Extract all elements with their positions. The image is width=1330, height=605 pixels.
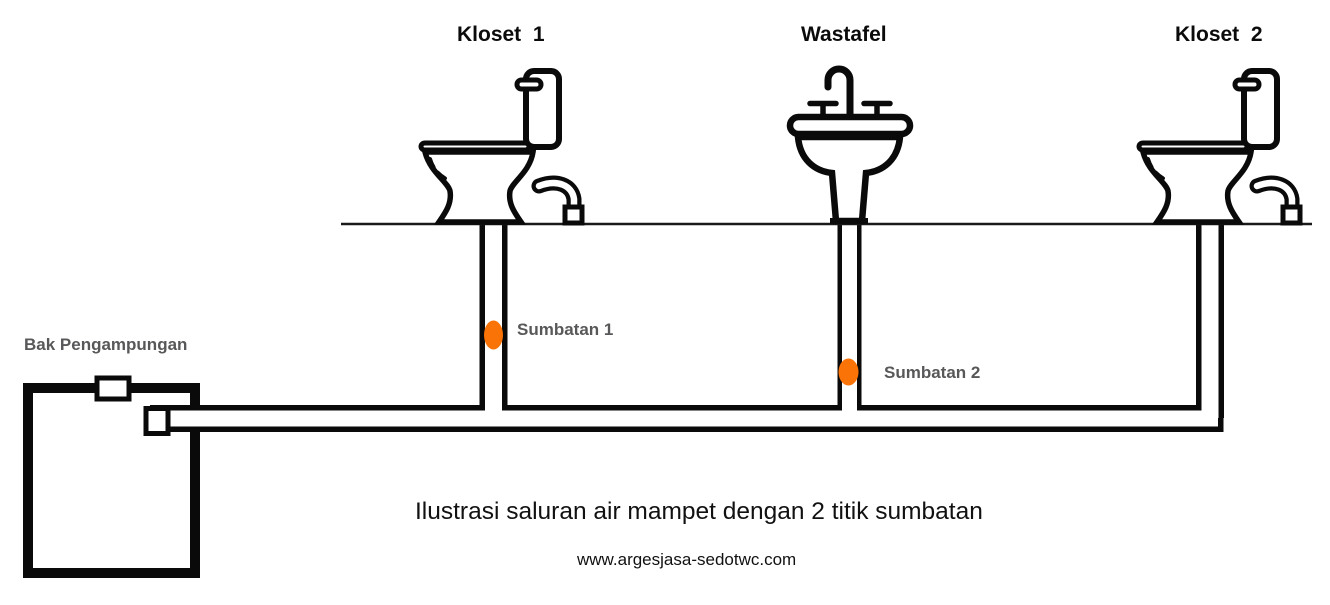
website-url: www.argesjasa-sedotwc.com <box>577 550 797 569</box>
tank-label: Bak Pengampungan <box>24 335 188 354</box>
toilet-icon-kloset2 <box>1139 71 1300 223</box>
sumbatan2-label: Sumbatan 2 <box>884 363 981 382</box>
diagram-caption: Ilustrasi saluran air mampet dengan 2 ti… <box>415 498 983 525</box>
wastafel-title: Wastafel <box>801 23 887 46</box>
sink-icon-wastafel <box>790 69 910 221</box>
kloset2-title: Kloset 2 <box>1175 23 1263 46</box>
sumbatan1-label: Sumbatan 1 <box>517 320 614 339</box>
blockage-dot-icon-2 <box>838 358 859 386</box>
toilet-icon-kloset1 <box>421 71 582 223</box>
blockage-dot-icon-1 <box>484 320 503 350</box>
tank-vent-box <box>94 375 132 402</box>
pipe-network <box>150 224 1224 432</box>
kloset1-title: Kloset 1 <box>457 23 545 46</box>
pipe-network-core <box>150 224 1219 427</box>
tank-inlet-fitting <box>143 406 171 436</box>
